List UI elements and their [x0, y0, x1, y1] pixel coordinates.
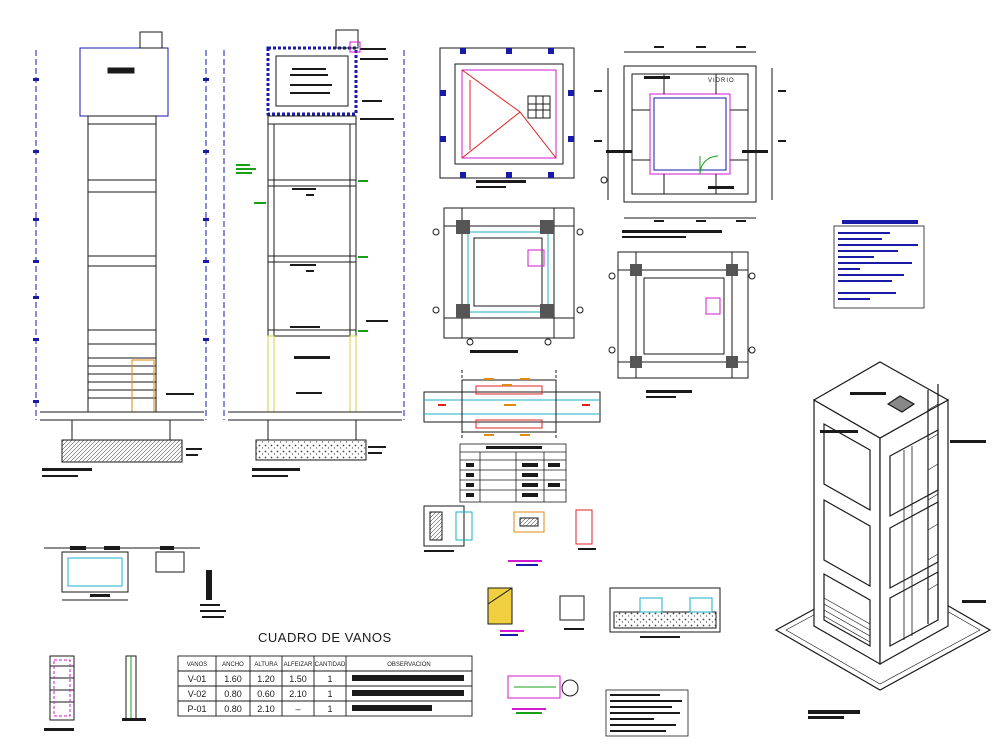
- front-elevation: [35, 31, 207, 477]
- cell-ancho: 1.60: [224, 674, 242, 684]
- cuadro-de-vanos-table: [177, 655, 473, 717]
- floor-plan: VIDRIO: [607, 51, 773, 238]
- cuadro-observation-bars: [352, 675, 464, 711]
- roof-plan-marks: [440, 48, 574, 178]
- roof-plan: [439, 47, 575, 188]
- isometric-tower: [774, 361, 992, 719]
- header-cantidad: CANTIDAD: [315, 662, 346, 668]
- cuadro-rows: V-01 1.60 1.20 1.50 1 V-02 0.80 0.60 2.1…: [187, 674, 332, 714]
- construction-details: [423, 505, 721, 737]
- header-altura: ALTURA: [254, 662, 277, 668]
- section-elevation: [223, 29, 405, 461]
- cell-cantidad: 1: [327, 674, 332, 684]
- cell-ancho: 0.80: [224, 704, 242, 714]
- header-ancho: ANCHO: [222, 662, 244, 668]
- cell-alfeizar: 1.50: [289, 674, 307, 684]
- cistern-section: [44, 546, 200, 601]
- floor-plan-marks: [594, 46, 786, 222]
- cell-alfeizar: –: [295, 704, 300, 714]
- column-detail: [44, 655, 146, 731]
- beam-detail-marks: [438, 378, 590, 436]
- front-elevation-ticks: [33, 78, 209, 403]
- cell-altura: 2.10: [257, 704, 275, 714]
- foundation-plan-a-columns: [432, 220, 584, 346]
- cell-altura: 1.20: [257, 674, 275, 684]
- pipe-detail: [200, 570, 226, 618]
- header-observacion: OBSERVACION: [387, 662, 430, 668]
- detail-captions: [424, 548, 680, 714]
- cell-vano: V-02: [188, 689, 207, 699]
- vidrio-label: VIDRIO: [708, 78, 735, 84]
- cell-ancho: 0.80: [224, 689, 242, 699]
- cell-altura: 0.60: [257, 689, 275, 699]
- reinforcement-table: [459, 443, 567, 503]
- cell-vano: V-01: [188, 674, 207, 684]
- cell-alfeizar: 2.10: [289, 689, 307, 699]
- foundation-plan-b-columns: [608, 264, 756, 368]
- cell-cantidad: 1: [327, 704, 332, 714]
- cuadro-headers: VANOS ANCHO ALTURA ALFEIZAR CANTIDAD OBS…: [187, 662, 431, 668]
- section-elevation-notes: [252, 48, 394, 477]
- beam-detail: [423, 370, 601, 440]
- cell-cantidad: 1: [327, 689, 332, 699]
- section-level-marks: [236, 41, 368, 332]
- general-notes: [833, 220, 925, 309]
- cell-vano: P-01: [187, 704, 206, 714]
- header-alfeizar: ALFEIZAR: [284, 662, 313, 668]
- cuadro-title: CUADRO DE VANOS: [258, 630, 392, 645]
- header-vanos: VANOS: [187, 662, 208, 668]
